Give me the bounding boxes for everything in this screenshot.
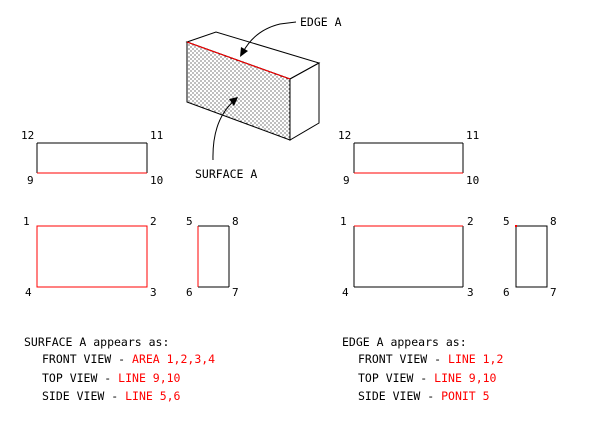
notes-heading: EDGE A appears as: [342,335,467,349]
notes-view-value: PONIT 5 [441,389,489,403]
notes-view-value: LINE 9,10 [434,371,496,385]
corner-label: 3 [150,286,157,299]
edge-leader-arrowhead [240,47,248,57]
right-side-view-outline [515,225,548,288]
corner-label: 4 [25,286,32,299]
corner-label: 1 [340,215,347,228]
edge-callout-label: EDGE A [300,15,342,29]
right-side-view: 5 8 6 7 [503,215,557,299]
right-side-view-point-5 [515,225,517,227]
surface-callout-label: SURFACE A [195,167,257,181]
corner-label: 3 [467,286,474,299]
notes-line: SIDE VIEW - LINE 5,6 [42,389,181,403]
notes-line: SIDE VIEW - PONIT 5 [358,389,490,403]
corner-label: 8 [232,215,239,228]
corner-label: 6 [503,286,510,299]
edge-callout: EDGE A [240,15,342,57]
edge-leader [242,21,297,53]
corner-label: 4 [342,286,349,299]
left-notes: SURFACE A appears as: FRONT VIEW - AREA … [24,335,215,403]
corner-label: 10 [466,174,479,187]
notes-view-label: SIDE VIEW - [358,389,441,403]
corner-label: 7 [232,286,239,299]
notes-view-label: FRONT VIEW - [42,352,132,366]
surface-leader [212,100,235,161]
corner-label: 5 [186,215,193,228]
corner-label: 2 [150,215,157,228]
notes-line: FRONT VIEW - AREA 1,2,3,4 [42,352,215,366]
notes-line: TOP VIEW - LINE 9,10 [42,371,181,385]
left-front-view-area-1234 [36,225,148,288]
corner-label: 8 [550,215,557,228]
corner-label: 10 [150,174,163,187]
notes-view-value: LINE 5,6 [125,389,180,403]
corner-label: 9 [343,174,350,187]
edge-a-line [186,41,291,80]
notes-view-label: SIDE VIEW - [42,389,125,403]
surface-leader-arrowhead [229,97,238,106]
left-side-view: 5 8 6 7 [186,215,239,299]
isometric-block [185,31,321,141]
corner-label: 6 [186,286,193,299]
notes-view-label: TOP VIEW - [358,371,434,385]
notes-view-value: LINE 9,10 [118,371,180,385]
left-views: 12 11 9 10 1 2 4 3 5 8 6 7 [21,129,239,299]
corner-label: 1 [23,215,30,228]
right-front-view: 1 2 4 3 [340,215,474,299]
right-notes: EDGE A appears as: FRONT VIEW - LINE 1,2… [342,335,503,403]
left-front-view: 1 2 4 3 [23,215,157,299]
notes-view-label: FRONT VIEW - [358,352,448,366]
corner-label: 12 [338,129,351,142]
notes-line: FRONT VIEW - LINE 1,2 [358,352,503,366]
corner-label: 9 [27,174,34,187]
corner-label: 2 [467,215,474,228]
notes-heading: SURFACE A appears as: [24,335,169,349]
corner-label: 5 [503,215,510,228]
notes-view-value: AREA 1,2,3,4 [132,352,215,366]
corner-label: 7 [550,286,557,299]
left-top-view: 12 11 9 10 [21,129,163,187]
right-views: 12 11 9 10 1 2 4 3 5 8 6 7 [338,129,557,299]
corner-label: 11 [150,129,163,142]
corner-label: 11 [466,129,479,142]
corner-label: 12 [21,129,34,142]
notes-view-label: TOP VIEW - [42,371,118,385]
surface-callout: SURFACE A [195,97,257,181]
notes-line: TOP VIEW - LINE 9,10 [358,371,497,385]
right-top-view: 12 11 9 10 [338,129,479,187]
notes-view-value: LINE 1,2 [448,352,503,366]
